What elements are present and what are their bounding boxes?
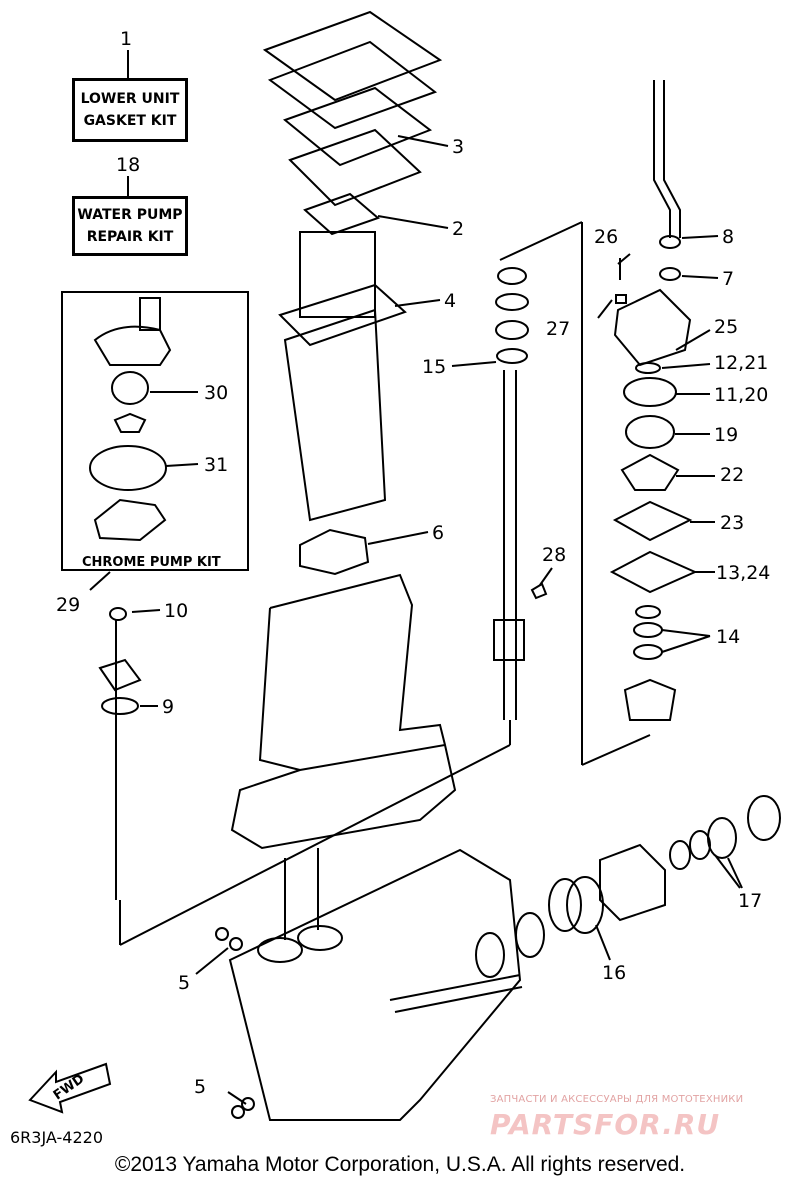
gasket-2: [303, 192, 380, 236]
callout-7: 7: [722, 268, 735, 290]
callout-25: 25: [714, 316, 739, 338]
fwd-arrow: [28, 1062, 112, 1114]
callout-6: 6: [432, 522, 445, 544]
callout-12-21: 12,21: [714, 352, 769, 374]
plate-23: [612, 500, 693, 542]
chrome-pump-kit-label: CHROME PUMP KIT: [82, 555, 221, 570]
leader-29: [89, 571, 111, 591]
callout-27: 27: [546, 318, 571, 340]
callout-28: 28: [542, 544, 567, 566]
callout-23: 23: [720, 512, 745, 534]
part-28: [530, 582, 548, 600]
exhaust-guide: [299, 231, 376, 318]
insert-19: [625, 415, 675, 449]
part-31-plate: [89, 445, 167, 491]
callout-31: 31: [204, 454, 229, 476]
callout-29: 29: [56, 594, 81, 616]
callout-14: 14: [716, 626, 741, 648]
callout-22: 22: [720, 464, 745, 486]
gear: [475, 932, 505, 978]
gasket-6: [299, 528, 370, 576]
callout-30: 30: [204, 382, 229, 404]
pump-housing-chrome: [93, 325, 172, 366]
callout-9: 9: [162, 696, 175, 718]
callout-16: 16: [602, 962, 627, 984]
upper-casing: [262, 10, 443, 102]
water-tube: [653, 80, 671, 238]
callout-8: 8: [722, 226, 735, 248]
o-ring-11: [623, 377, 677, 407]
diagram-code: 6R3JA-4220: [10, 1128, 103, 1147]
gasket-3: [282, 86, 433, 167]
propeller-shaft-housing: [599, 843, 666, 922]
callout-19: 19: [714, 424, 739, 446]
impeller-22: [620, 453, 680, 491]
callout-17: 17: [738, 890, 763, 912]
callout-13-24: 13,24: [716, 562, 771, 584]
lower-unit-gasket-kit-box: LOWER UNIT GASKET KIT: [72, 78, 188, 142]
part-30-insert: [111, 371, 149, 405]
shift-cam: [98, 658, 142, 692]
water-pump-repair-kit-box: WATER PUMP REPAIR KIT: [72, 196, 188, 256]
gasket-chrome: [93, 498, 167, 542]
kit-label-line1: LOWER UNIT: [80, 91, 180, 107]
o-ring-9: [101, 697, 139, 715]
callout-1: 1: [120, 28, 133, 50]
chrome-pump-kit-frame: [61, 291, 249, 571]
kit-label-line1: WATER PUMP: [77, 207, 183, 223]
watermark-logo: PARTSFOR.RU: [490, 1108, 721, 1141]
callout-10: 10: [164, 600, 189, 622]
callout-5-lower: 5: [194, 1076, 207, 1098]
bearing: [548, 878, 582, 932]
exhaust-manifold: [283, 308, 387, 522]
impeller-chrome: [113, 412, 147, 433]
o-ring-15: [496, 348, 528, 364]
o-ring-16: [566, 876, 604, 934]
seal-17: [747, 795, 781, 841]
callout-3: 3: [452, 136, 465, 158]
callout-11-20: 11,20: [714, 384, 769, 406]
callout-18: 18: [116, 154, 141, 176]
callout-4: 4: [444, 290, 457, 312]
bearing-top: [497, 267, 527, 285]
pump-housing: [613, 288, 692, 367]
upper-case: [230, 573, 457, 850]
callout-15: 15: [422, 356, 447, 378]
callout-5-upper: 5: [178, 972, 191, 994]
callout-26: 26: [594, 226, 619, 248]
gasket-13: [609, 550, 698, 594]
propeller-shaft: [389, 974, 521, 1001]
kit-label-line2: REPAIR KIT: [86, 229, 174, 245]
watermark-tagline: ЗАПЧАСТИ И АКСЕССУАРЫ ДЛЯ МОТОТЕХНИКИ: [490, 1094, 744, 1105]
lower-case: [228, 848, 522, 1121]
oil-seal-housing: [623, 678, 677, 721]
copyright-notice: ©2013 Yamaha Motor Corporation, U.S.A. A…: [114, 1153, 686, 1176]
kit-label-line2: GASKET KIT: [83, 113, 177, 129]
pump-outlet-chrome: [139, 297, 161, 331]
callout-2: 2: [452, 218, 465, 240]
